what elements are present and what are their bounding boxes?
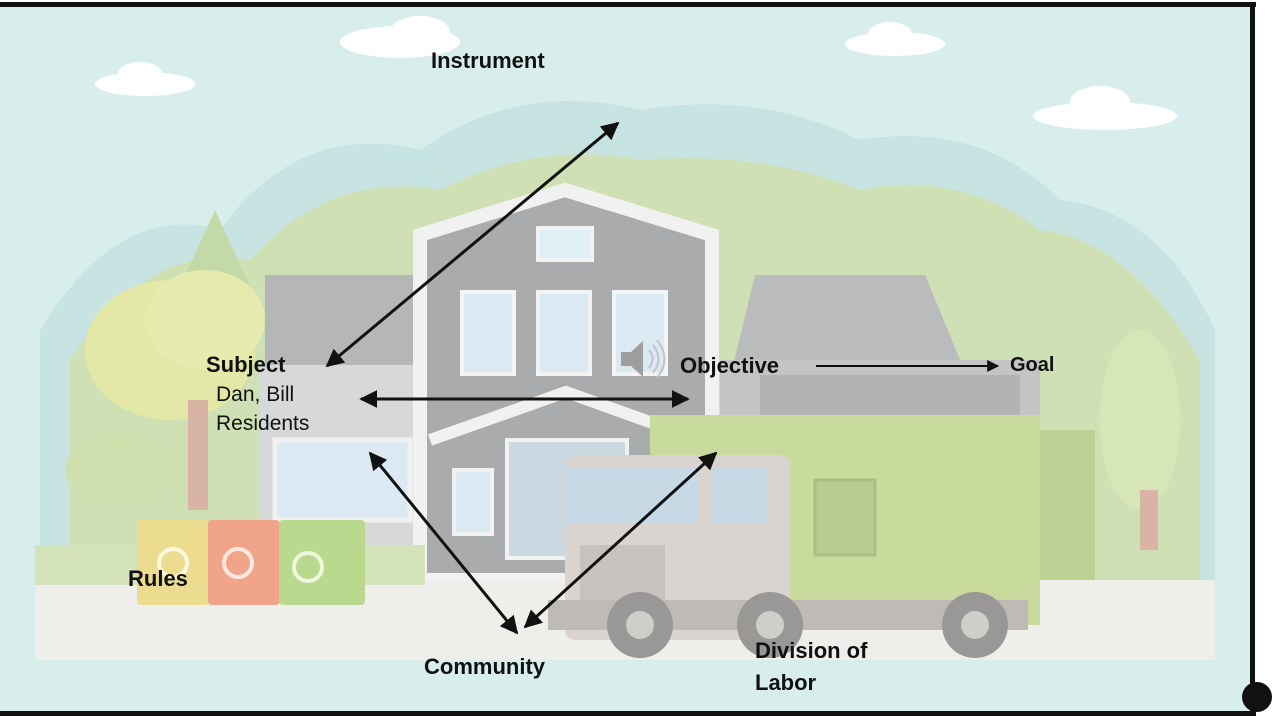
objective-label: Objective xyxy=(680,353,780,378)
slide-border-right xyxy=(1250,2,1255,714)
instrument-label: Instrument xyxy=(431,48,545,73)
arrow-community-division xyxy=(523,451,718,629)
recycling-bins xyxy=(137,520,365,605)
goal-label: Goal xyxy=(1010,354,1055,376)
arrow-community-rules xyxy=(368,451,519,635)
diagram-arrows xyxy=(325,121,1000,635)
subject-detail-names: Dan, Bill xyxy=(216,383,295,406)
speaker-icon[interactable] xyxy=(621,339,666,379)
corner-dot-icon xyxy=(1242,682,1272,712)
division-of-labor-label-line1: Division of xyxy=(755,638,868,663)
division-of-labor-label-line2: Labor xyxy=(755,670,817,695)
rules-label: Rules xyxy=(128,566,188,591)
slide-border-bottom xyxy=(0,711,1256,716)
slide-border-top xyxy=(0,2,1256,7)
arrow-subject-instrument xyxy=(325,121,620,368)
subject-label: Subject xyxy=(206,352,286,377)
cloud-shapes xyxy=(95,16,1177,130)
subject-detail-residents: Residents xyxy=(216,412,310,435)
community-label: Community xyxy=(424,654,545,679)
